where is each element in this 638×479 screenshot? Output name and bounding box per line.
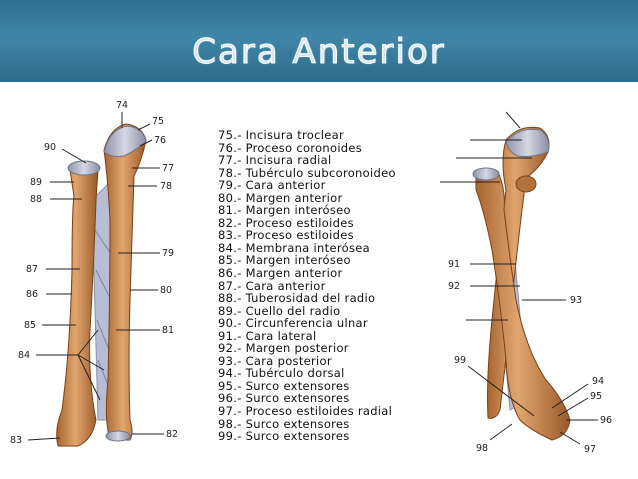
label-97: 97 <box>584 444 596 455</box>
legend-item: 92.- Margen posterior <box>218 341 349 356</box>
legend-item: 83.- Proceso estiloides <box>218 228 354 243</box>
label-84: 84 <box>18 350 30 361</box>
left-forearm-bones: 74 75 76 90 77 89 78 88 79 87 80 86 85 8… <box>10 100 178 447</box>
label-95: 95 <box>590 391 602 402</box>
label-74: 74 <box>116 100 128 111</box>
legend-item: 89.- Cuello del radio <box>218 303 341 318</box>
label-81: 81 <box>162 325 174 336</box>
label-94: 94 <box>592 376 604 387</box>
anatomy-illustration: 74 75 76 90 77 89 78 88 79 87 80 86 85 8… <box>10 100 612 455</box>
slide-title: Cara Anterior <box>192 32 446 73</box>
legend-item: 82.- Proceso estiloides <box>218 215 354 230</box>
radius-head <box>67 160 101 176</box>
legend-item: 85.- Margen interóseo <box>218 253 351 268</box>
legend-list: 75.- Incisura troclear 76.- Proceso coro… <box>218 129 396 443</box>
right-forearm-bones: 91 92 93 99 94 95 96 98 97 <box>440 111 612 455</box>
legend-item: 86.- Margen anterior <box>218 266 343 281</box>
title-bar: Cara Anterior <box>0 0 638 82</box>
label-83: 83 <box>10 435 22 446</box>
legend-item: 96.- Surco extensores <box>218 391 350 406</box>
legend-item: 98.- Surco extensores <box>218 416 350 431</box>
legend-item: 80.- Margen anterior <box>218 190 343 205</box>
label-87: 87 <box>26 264 38 275</box>
olecranon-cartilage <box>103 125 147 157</box>
ulna-bone <box>103 123 147 441</box>
legend-item: 79.- Cara anterior <box>218 178 326 193</box>
label-98: 98 <box>476 443 488 454</box>
radius-bone <box>56 164 99 447</box>
label-85: 85 <box>24 320 36 331</box>
label-78: 78 <box>160 181 172 192</box>
label-75: 75 <box>152 116 164 127</box>
label-96: 96 <box>600 415 612 426</box>
legend-item: 90.- Circunferencia ulnar <box>218 316 368 331</box>
legend-item: 84.- Membrana interósea <box>218 240 370 255</box>
label-80: 80 <box>160 285 172 296</box>
legend-item: 87.- Cara anterior <box>218 278 326 293</box>
label-88: 88 <box>30 194 42 205</box>
label-76: 76 <box>154 135 166 146</box>
legend-item: 91.- Cara lateral <box>218 328 317 343</box>
label-86: 86 <box>26 289 38 300</box>
label-92: 92 <box>448 281 460 292</box>
legend-item: 88.- Tuberosidad del radio <box>218 291 376 306</box>
legend-item: 93.- Cara posterior <box>218 353 332 368</box>
legend-item: 94.- Tubérculo dorsal <box>218 366 345 381</box>
legend-item: 75.- Incisura troclear <box>218 128 344 142</box>
label-99: 99 <box>454 355 466 366</box>
label-91: 91 <box>448 259 460 270</box>
legend-item: 77.- Incisura radial <box>218 153 332 168</box>
label-79: 79 <box>162 248 174 259</box>
label-82: 82 <box>166 429 178 440</box>
legend-item: 81.- Margen interóseo <box>218 203 351 218</box>
legend-item: 95.- Surco extensores <box>218 378 350 393</box>
legend-item: 76.- Proceso coronoides <box>218 140 363 155</box>
legend-item: 97.- Proceso estiloides radial <box>218 404 393 419</box>
legend-item: 78.- Tubérculo subcoronoideo <box>218 165 396 180</box>
legend-item: 99.- Surco extensores <box>218 429 350 444</box>
label-90: 90 <box>44 142 56 153</box>
label-89: 89 <box>30 177 42 188</box>
label-77: 77 <box>162 163 174 174</box>
label-93: 93 <box>570 295 582 306</box>
